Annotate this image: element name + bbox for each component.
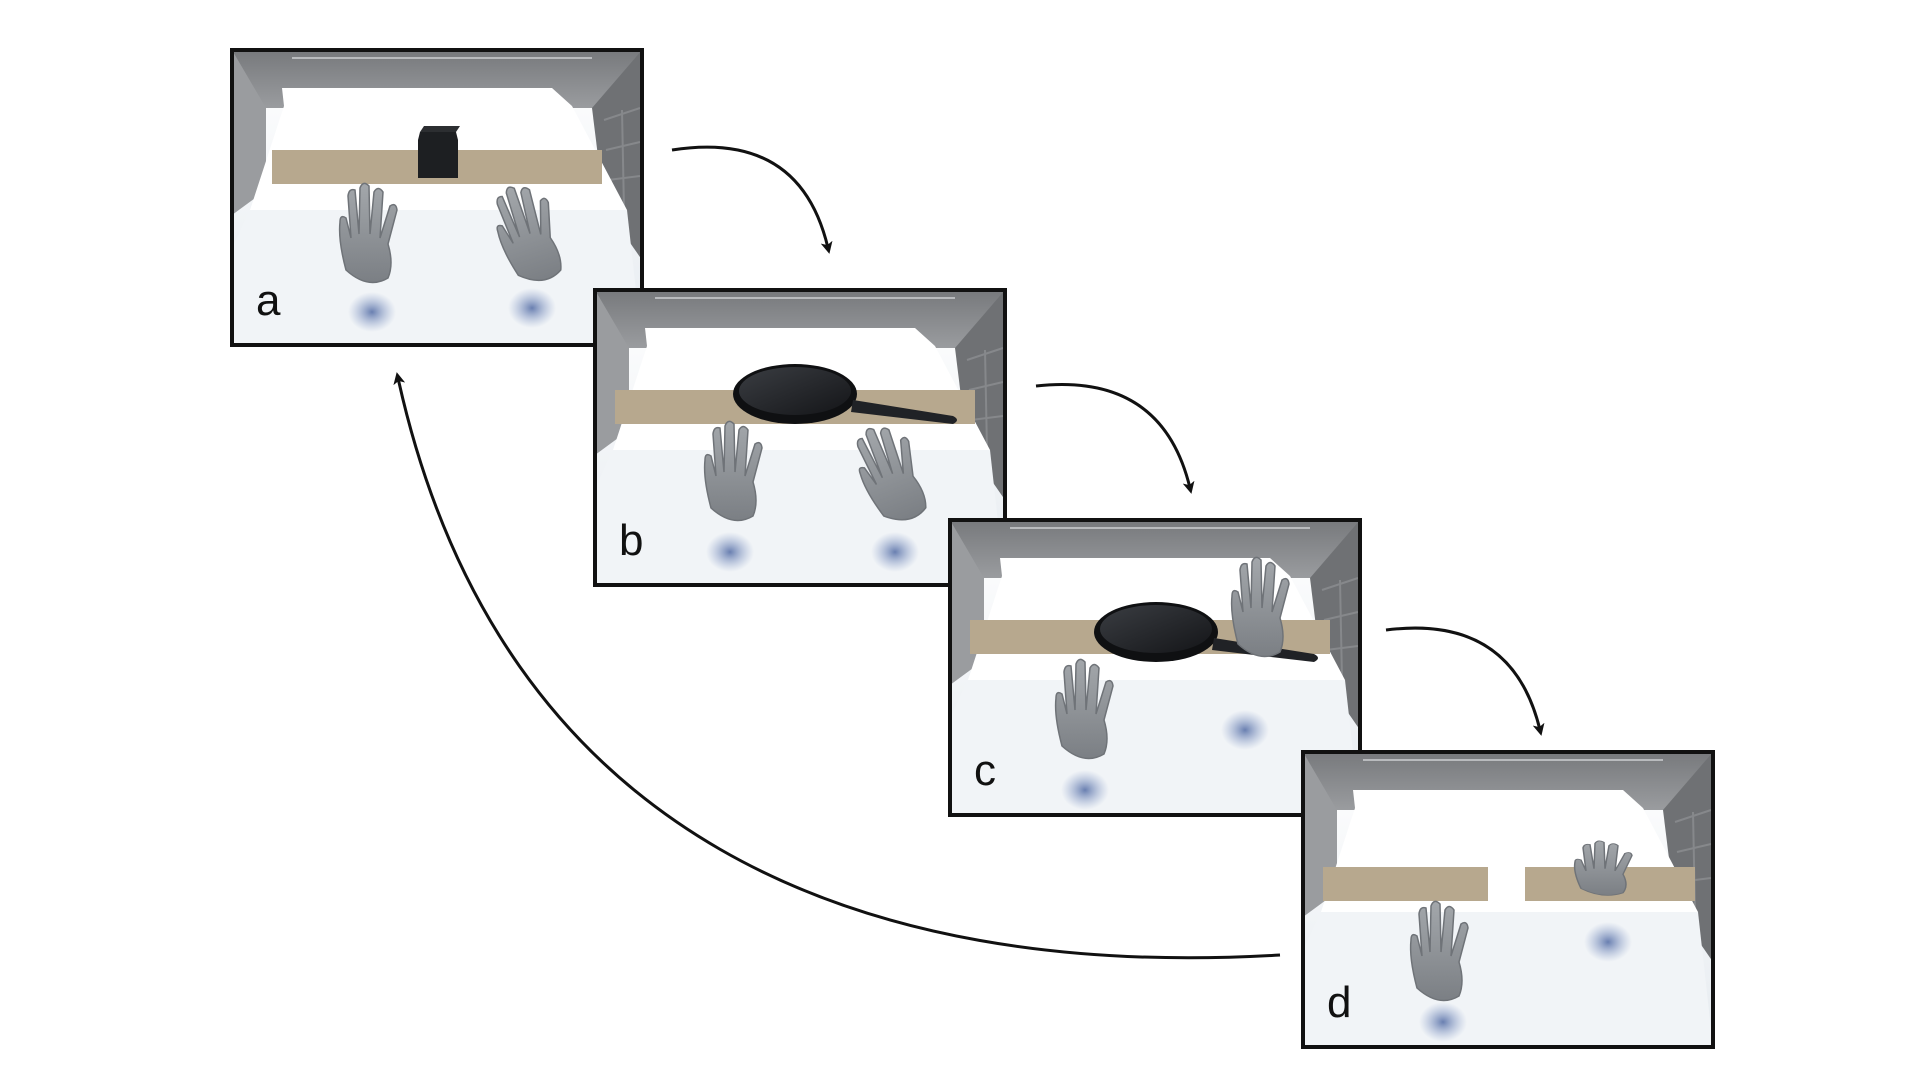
panel-b: b [593,288,1007,587]
panel-c-label: c [974,746,996,795]
panel-c: c [948,518,1362,817]
arrow-icon [1035,383,1195,494]
arrow-icon [393,372,1281,960]
panel-d: d [1301,750,1715,1049]
cube-icon [418,126,460,178]
panel-b-label: b [619,516,643,565]
panel-a-label: a [256,276,281,325]
panel-d-label: d [1327,978,1351,1027]
panel-a: a [230,48,644,347]
arrow-icon [671,145,833,254]
arrow-icon [1385,626,1545,736]
